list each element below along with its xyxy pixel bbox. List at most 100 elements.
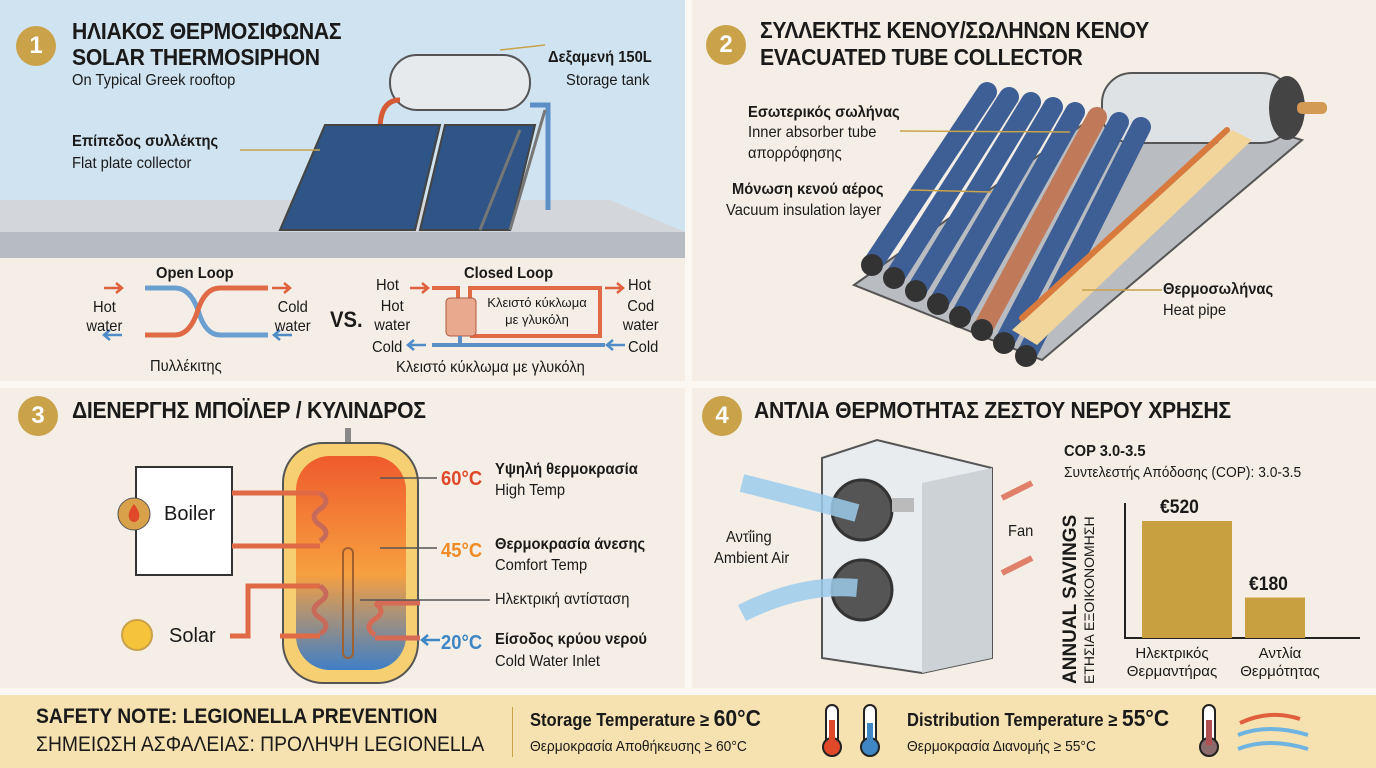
vacuum-tube — [906, 92, 1041, 301]
cop-value: COP 3.0-3.5 — [1064, 443, 1146, 460]
panel1-title-gr: ΗΛΙΑΚΟΣ ΘΕΡΜΟΣΙΦΩΝΑΣ — [72, 18, 342, 44]
cold-temp-value: 20°C — [441, 632, 483, 654]
ambient-air-label-en: Ambient Air — [714, 550, 790, 567]
closed-loop-cold-in: Cold — [628, 339, 659, 356]
comfort-temp-value: 45°C — [441, 540, 483, 562]
open-loop-left-label: Hot water — [86, 299, 123, 335]
tube-end-cap — [971, 319, 993, 341]
vacuum-tube — [928, 97, 1063, 314]
panel3-title: ΔΙΕΝΕΡΓΗΣ ΜΠΟΪΛΕΡ / ΚΥΛΙΝΔΡΟΣ — [72, 397, 426, 423]
step-badge-4: 4 — [702, 396, 742, 436]
closed-loop-title: Closed Loop — [464, 265, 554, 282]
cold-inlet-label-gr: Είσοδος κρύου νερού — [495, 631, 648, 648]
heat-pipe-label-en: Heat pipe — [1163, 302, 1227, 319]
step-badge-1: 1 — [16, 26, 56, 66]
vacuum-tube — [972, 107, 1107, 340]
sun-icon — [121, 619, 153, 651]
boiler-label: Boiler — [164, 503, 216, 525]
collector-label-gr: Επίπεδος συλλέκτης — [72, 133, 219, 150]
closed-loop-cold-out: Cold — [372, 339, 403, 356]
fan-label: Fan — [1008, 523, 1034, 540]
distribution-temp-gr: Θερμοκρασία Διανομής ≥ 55°C — [907, 738, 1096, 755]
panel-heat-pump: 4 ΑΝΤΛΙΑ ΘΕΡΜΟΤΗΤΑΣ ΖΕΣΤΟΥ ΝΕΡΟΥ ΧΡΗΣΗΣ … — [692, 388, 1376, 688]
open-loop-right-label: Cold water — [274, 299, 311, 335]
savings-bar-chart — [1124, 503, 1360, 639]
vs-label: VS. — [330, 307, 363, 332]
tube-end-cap — [861, 254, 883, 276]
comfort-temp-label-en: Comfort Temp — [495, 557, 588, 574]
vacuum-label-gr: Μόνωση κενού αέρος — [732, 181, 884, 198]
inner-tube-label-gr2: απορρόφησης — [748, 145, 842, 162]
open-loop-title: Open Loop — [156, 265, 234, 282]
electric-element-label: Ηλεκτρική αντίσταση — [495, 591, 630, 608]
thermometer-cold-icon — [860, 704, 880, 757]
tube-end-cap — [993, 332, 1015, 354]
vacuum-label-en: Vacuum insulation layer — [726, 202, 882, 219]
panel-indirect-cylinder: 3 ΔΙΕΝΕΡΓΗΣ ΜΠΟΪΛΕΡ / ΚΥΛΙΝΔΡΟΣ Boiler S… — [0, 388, 685, 688]
inner-tube-label-en: Inner absorber tube — [748, 124, 877, 141]
heat-pump-illustration — [737, 438, 1034, 675]
storage-temp-value: 60°C — [713, 705, 761, 731]
panel1-subtitle: On Typical Greek rooftop — [72, 72, 236, 89]
panel4-title: ΑΝΤΛΙΑ ΘΕΡΜΟΤΗΤΑΣ ΖΕΣΤΟΥ ΝΕΡΟΥ ΧΡΗΣΗΣ — [754, 397, 1231, 423]
high-temp-value: 60°C — [441, 468, 483, 490]
category-electric: Ηλεκτρικός Θερμαντήρας — [1126, 645, 1218, 680]
solar-label: Solar — [169, 625, 216, 647]
category-heatpump: Αντλία Θερμότητας — [1240, 645, 1320, 680]
safety-title-gr: ΣΗΜΕΙΩΣΗ ΑΣΦΑΛΕΙΑΣ: ΠΡΟΛΗΨΗ LEGIONELLA — [36, 733, 485, 756]
tank-label-gr: Δεξαμενή 150L — [548, 49, 652, 66]
collector-label-en: Flat plate collector — [72, 155, 192, 172]
tube-end-cap — [883, 267, 905, 289]
water-flow-icon — [1237, 712, 1309, 751]
inner-tube-label-gr: Εσωτερικός σωλήνας — [748, 104, 900, 121]
storage-temp-label: Storage Temperature ≥ — [530, 710, 714, 730]
closed-loop-left-label: Hot water — [374, 298, 411, 334]
panel2-title-gr: ΣΥΛΛΕΚΤΗΣ ΚΕΝΟΥ/ΣΩΛΗΝΩΝ ΚΕΝΟΥ — [760, 17, 1149, 43]
panel-solar-thermosiphon: 1 ΗΛΙΑΚΟΣ ΘΕΡΜΟΣΙΦΩΝΑΣ SOLAR THERMOSIPHO… — [0, 0, 685, 381]
bar-1 — [1245, 597, 1305, 638]
thermometer-hot-icon — [822, 704, 842, 757]
tube-end-cap — [905, 280, 927, 302]
panel1-title-en: SOLAR THERMOSIPHON — [72, 44, 320, 70]
safety-title-en: SAFETY NOTE: LEGIONELLA PREVENTION — [36, 705, 438, 728]
heat-pipe-label-gr: Θερμοσωλήνας — [1163, 281, 1274, 298]
closed-loop-right-label: Cod water — [622, 298, 659, 334]
open-loop-caption: Πυλλέκιτης — [150, 358, 222, 375]
tube-end-cap — [1015, 345, 1037, 367]
panel2-title-en: EVACUATED TUBE COLLECTOR — [760, 44, 1083, 70]
vacuum-tube — [994, 112, 1129, 353]
panel-evacuated-tube: 2 ΣΥΛΛΕΚΤΗΣ ΚΕΝΟΥ/ΣΩΛΗΝΩΝ ΚΕΝΟΥ EVACUATE… — [692, 0, 1376, 381]
thermometer-icon — [1199, 704, 1219, 757]
closed-loop-box-label: Κλειστό κύκλωμα με γλυκόλη — [487, 295, 587, 327]
step-badge-3: 3 — [18, 396, 58, 436]
distribution-temp-line: Distribution Temperature ≥ 55°C — [907, 705, 1169, 734]
closed-loop-hot-out: Hot — [628, 277, 651, 294]
closed-loop-caption: Κλειστό κύκλωμα με γλυκόλη — [396, 359, 585, 376]
footer-icons — [822, 704, 1309, 757]
tube-end-cap — [927, 293, 949, 315]
evacuated-tube-illustration — [851, 72, 1327, 367]
cold-inlet-label-en: Cold Water Inlet — [495, 653, 600, 670]
bar-value-heatpump: €180 — [1249, 573, 1288, 595]
safety-footer: SAFETY NOTE: LEGIONELLA PREVENTION ΣΗΜΕΙ… — [0, 695, 1376, 768]
tube-end-cap — [949, 306, 971, 328]
cop-label-gr: Συντελεστής Απόδοσης (COP): 3.0-3.5 — [1064, 464, 1302, 481]
thermosiphon-illustration — [0, 44, 685, 351]
footer-divider — [512, 707, 513, 757]
storage-temp-gr: Θερμοκρασία Αποθήκευσης ≥ 60°C — [530, 738, 747, 755]
bar-0 — [1142, 521, 1232, 638]
cylinder-illustration — [117, 428, 490, 684]
step-badge-2: 2 — [706, 25, 746, 65]
vacuum-tube — [950, 102, 1085, 327]
vacuum-tube — [884, 87, 1019, 288]
high-temp-label-gr: Υψηλή θερμοκρασία — [495, 461, 638, 478]
distribution-temp-value: 55°C — [1121, 705, 1170, 731]
comfort-temp-label-gr: Θερμοκρασία άνεσης — [495, 536, 646, 553]
ambient-air-label-gr: Αντΐing — [726, 529, 772, 546]
closed-loop-hot-in: Hot — [376, 277, 399, 294]
vacuum-tube — [862, 82, 997, 275]
bar-value-electric: €520 — [1160, 497, 1199, 518]
tank-label-en: Storage tank — [566, 72, 650, 89]
high-temp-label-en: High Temp — [495, 482, 566, 499]
storage-temp-line: Storage Temperature ≥ 60°C — [530, 705, 761, 734]
